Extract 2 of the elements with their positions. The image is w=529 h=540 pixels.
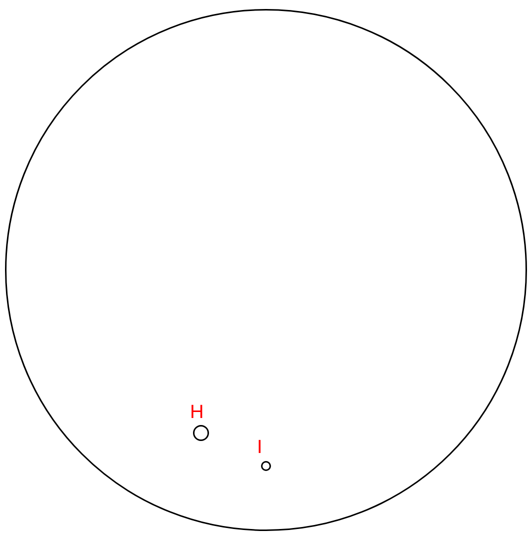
point-label: I xyxy=(257,438,262,457)
point-label: H xyxy=(190,403,204,422)
